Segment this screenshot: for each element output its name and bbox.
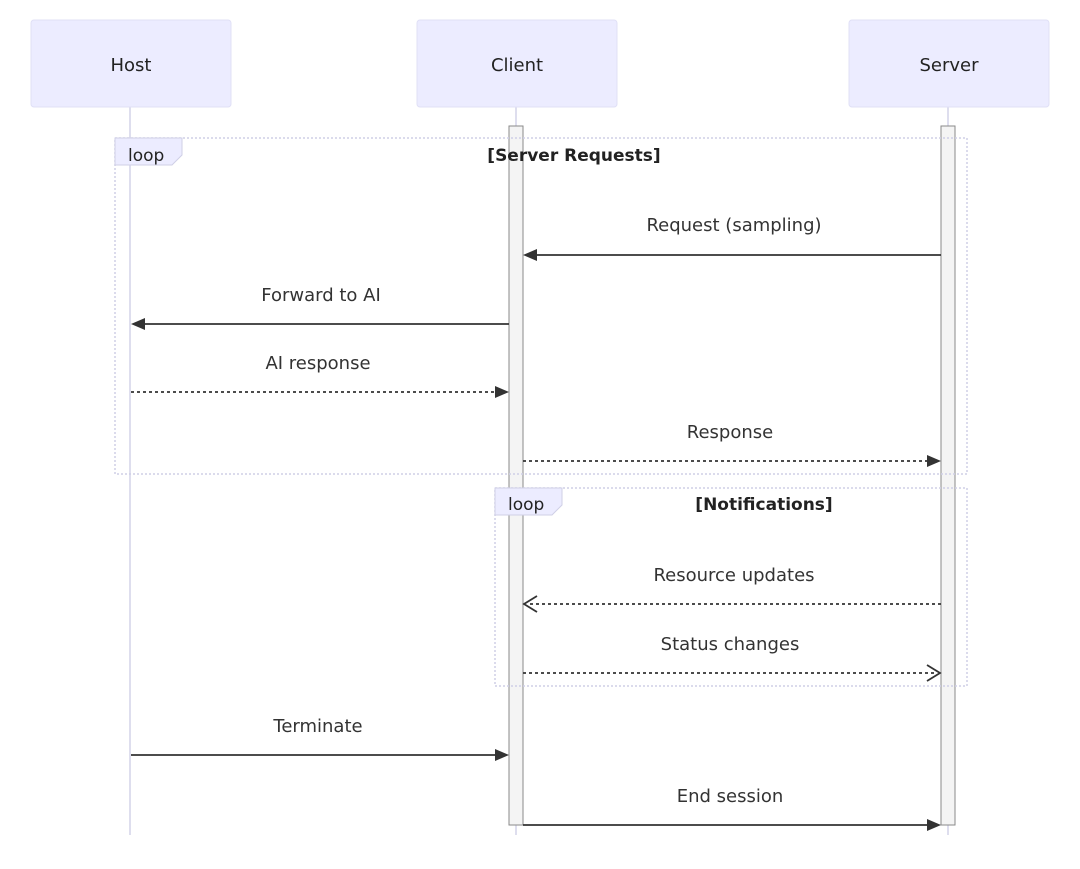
loop-tag-label: loop xyxy=(508,495,544,515)
loop-frame xyxy=(114,137,968,475)
open-arrow-head-icon xyxy=(926,664,942,682)
loop-tag xyxy=(494,487,563,516)
message-label: AI response xyxy=(265,353,370,374)
loop-condition-label: [Notifications] xyxy=(695,495,832,515)
activation-client xyxy=(508,125,524,826)
message-status-changes: Status changes xyxy=(523,634,942,682)
message-label: Terminate xyxy=(272,716,362,737)
message-label: End session xyxy=(677,786,784,807)
message-end-session: End session xyxy=(523,786,941,831)
arrow-head-icon xyxy=(495,749,509,761)
arrow-head-icon xyxy=(927,819,941,831)
message-label: Forward to AI xyxy=(261,285,381,306)
arrow-head-icon xyxy=(523,249,537,261)
loop-tag-label: loop xyxy=(128,146,164,166)
arrow-head-icon xyxy=(927,455,941,467)
arrow-head-icon xyxy=(495,386,509,398)
message-response: Response xyxy=(523,422,941,467)
message-label: Resource updates xyxy=(653,565,814,586)
activation-server xyxy=(940,125,956,826)
actor-host-label: Host xyxy=(111,55,152,76)
loop-tag xyxy=(114,137,183,166)
loop-notifications: loop [Notifications] xyxy=(494,487,968,687)
message-resource-updates: Resource updates xyxy=(522,565,941,613)
loop-server-requests: loop [Server Requests] xyxy=(114,137,968,475)
message-request-sampling: Request (sampling) xyxy=(523,215,941,261)
message-label: Request (sampling) xyxy=(646,215,821,236)
message-label: Response xyxy=(687,422,773,443)
actor-client-label: Client xyxy=(491,55,543,76)
message-label: Status changes xyxy=(661,634,800,655)
actor-server[interactable]: Server xyxy=(848,19,1050,108)
actor-client[interactable]: Client xyxy=(416,19,618,108)
actor-server-label: Server xyxy=(919,55,979,76)
actor-host[interactable]: Host xyxy=(30,19,232,108)
open-arrow-head-icon xyxy=(522,595,538,613)
message-forward-to-ai: Forward to AI xyxy=(131,285,509,330)
loop-frame xyxy=(494,487,968,687)
message-terminate: Terminate xyxy=(131,716,509,761)
message-ai-response: AI response xyxy=(131,353,509,398)
arrow-head-icon xyxy=(131,318,145,330)
loop-condition-label: [Server Requests] xyxy=(487,146,660,166)
